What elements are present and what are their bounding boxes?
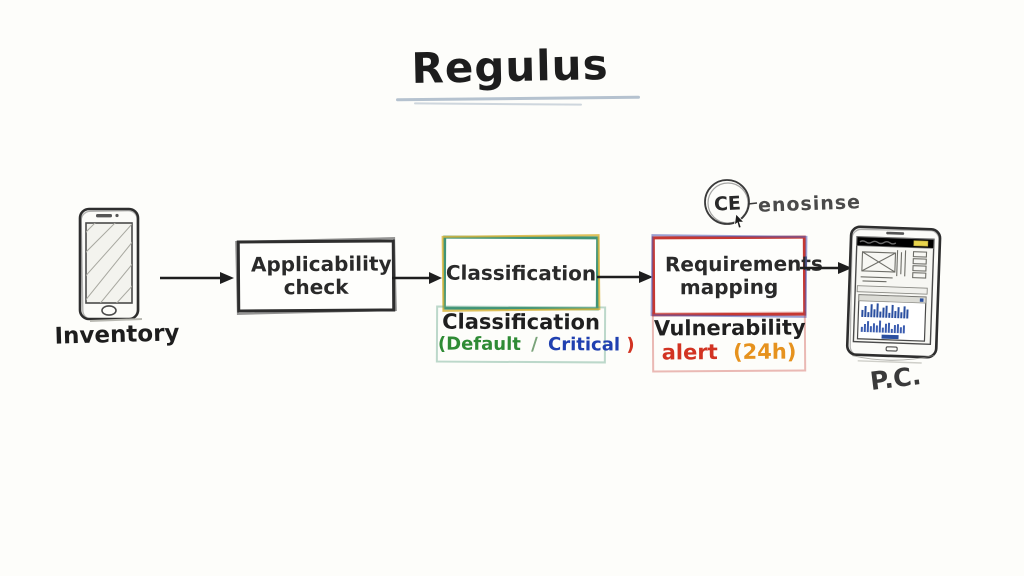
note-alert: alert: [661, 340, 718, 365]
note-time: (24h): [732, 339, 797, 364]
page-title: Regulus: [410, 39, 610, 94]
pc-label: P.C.: [868, 360, 923, 397]
titlebar-scribble: [859, 240, 897, 245]
title-underline-2: [413, 102, 583, 106]
note-default: (Default: [437, 333, 521, 355]
cursor-icon: [733, 213, 745, 229]
title-underline: [395, 95, 641, 102]
flow-arrow-4: [800, 262, 852, 274]
ce-annotation-text: enosinse: [757, 191, 862, 217]
svg-text:CE: CE: [713, 192, 741, 215]
schematic-sketch: [860, 250, 928, 283]
note-separator: /: [531, 334, 538, 356]
chart-window-sketch: [856, 294, 927, 342]
waveform-row-2: [860, 320, 905, 334]
inventory-label: Inventory: [54, 320, 180, 350]
blue-button-sketch: [881, 334, 899, 340]
tablet-screen-icon: [845, 225, 942, 364]
note-critical: Critical: [547, 334, 621, 356]
smartphone-icon: [78, 207, 142, 322]
node-requirements-mapping: Requirements mapping: [651, 235, 823, 317]
classification-note-values: (Default / Critical ): [437, 333, 635, 356]
flow-arrow-3: [597, 271, 653, 283]
vulnerability-note-title: Vulnerability: [653, 315, 806, 341]
vulnerability-note-values: alert (24h): [654, 339, 804, 365]
node-classification: Classification: [442, 235, 600, 311]
ce-mark-icon: CE: [704, 179, 758, 229]
node-classification-label: Classification: [445, 260, 597, 285]
flow-arrow-2: [392, 272, 442, 284]
highlight-tab: [913, 240, 929, 247]
node-applicability-check: Applicability check: [236, 239, 396, 313]
waveform-row-1: [861, 303, 909, 319]
node-requirements-label: Requirements mapping: [664, 251, 823, 300]
classification-note-title: Classification: [442, 309, 601, 335]
classification-note: Classification (Default / Critical ): [435, 305, 635, 364]
note-close-paren: ): [626, 334, 635, 356]
node-applicability-label: Applicability check: [250, 251, 392, 300]
flow-arrow-1: [160, 272, 234, 284]
vulnerability-note: Vulnerability alert (24h): [651, 311, 807, 373]
